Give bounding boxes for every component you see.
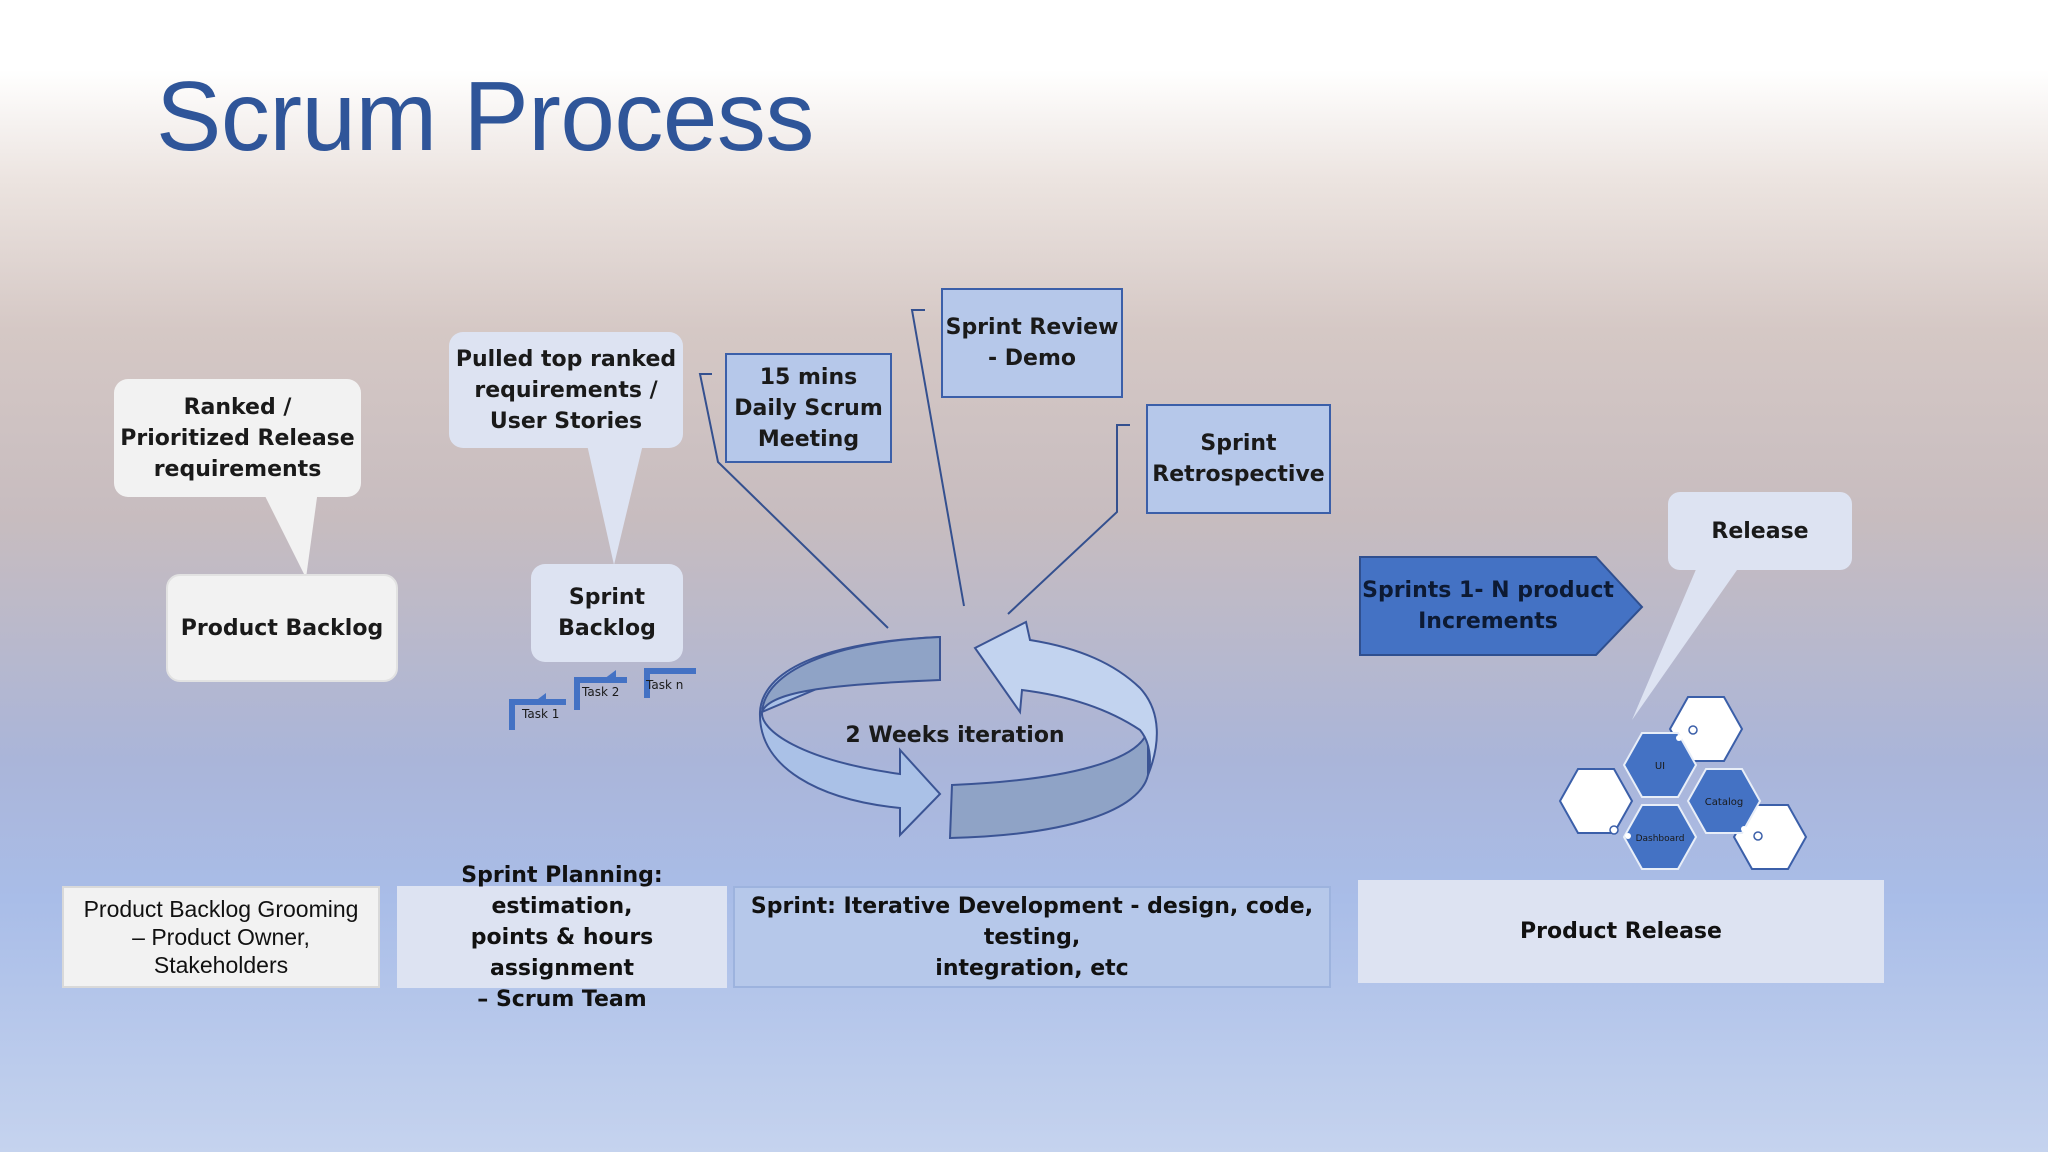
increments-label: Sprints 1- N product Increments	[1362, 578, 1614, 634]
module-label-ui: UI	[1655, 761, 1665, 772]
cycle-label: 2 Weeks iteration	[845, 722, 1065, 748]
phase-release-box: Product Release	[1358, 880, 1884, 983]
phase-planning-box: Sprint Planning: estimation, points & ho…	[397, 863, 727, 1012]
module-label-catalog: Catalog	[1705, 797, 1743, 808]
sprint-review-box: Sprint Review - Demo	[941, 288, 1123, 398]
cycle-arrows	[758, 620, 1158, 840]
hexagon-cluster: UI Catalog Dashboard	[1558, 696, 1808, 870]
retrospective-connector	[1007, 424, 1130, 615]
phase-development-box: Sprint: Iterative Development - design, …	[733, 886, 1331, 988]
pulled-requirements-bubble: Pulled top ranked requirements / User St…	[449, 332, 683, 448]
increments-arrow	[1359, 556, 1644, 656]
ranked-requirements-bubble: Ranked / Prioritized Release requirement…	[114, 379, 361, 497]
product-backlog-box: Product Backlog	[166, 574, 398, 682]
hexagon-empty-right	[1732, 804, 1808, 870]
hexagon-empty-top	[1668, 696, 1744, 762]
daily-scrum-box: 15 mins Daily Scrum Meeting	[725, 353, 892, 463]
task-1-step	[509, 693, 566, 730]
task-2-step	[574, 670, 627, 710]
hexagon-dashboard	[1622, 804, 1698, 870]
task-n-step	[644, 668, 696, 698]
task-1-label: Task 1	[522, 707, 560, 721]
release-bubble: Release	[1668, 492, 1852, 570]
daily-scrum-connector	[698, 373, 889, 629]
sprint-review-connector	[910, 309, 965, 607]
task-2-label: Task 2	[582, 685, 620, 699]
sprint-retrospective-box: Sprint Retrospective	[1146, 404, 1331, 514]
sprint-backlog-box: Sprint Backlog	[531, 564, 683, 662]
phase-grooming-box: Product Backlog Grooming – Product Owner…	[62, 886, 380, 988]
task-n-label: Task n	[646, 678, 684, 692]
release-bubble-tail	[1632, 560, 1744, 720]
pulled-bubble-tail	[586, 440, 644, 565]
module-label-dashboard: Dashboard	[1636, 834, 1685, 844]
hexagon-catalog	[1686, 768, 1762, 834]
ranked-bubble-tail	[262, 490, 318, 578]
page-title: Scrum Process	[156, 61, 814, 171]
hexagon-ui	[1622, 732, 1698, 798]
hexagon-empty-left	[1558, 768, 1634, 834]
